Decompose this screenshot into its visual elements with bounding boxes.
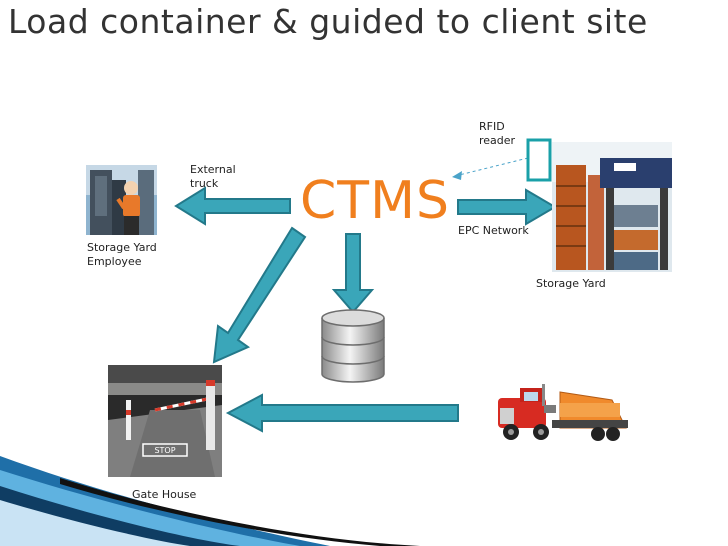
- decorative-swoosh: [0, 456, 420, 546]
- database-icon: [321, 309, 385, 383]
- arrow-truck-to-gate-house: [225, 393, 459, 433]
- rfid-link: [452, 157, 529, 180]
- storage-yard-employee-photo: [86, 165, 157, 235]
- truck-icon: [498, 384, 628, 441]
- storage-yard-employee-label: Storage Yard Employee: [87, 241, 157, 268]
- gate-house-label: Gate House: [132, 488, 197, 501]
- ctms-label: CTMS: [300, 171, 450, 231]
- rfid-reader-icon: [526, 138, 552, 182]
- storage-yard-crane-photo: [552, 142, 672, 272]
- gate-house-photo: STOP: [108, 365, 222, 477]
- arrow-ctms-to-gate-house: [212, 226, 307, 364]
- storage-yard-label: Storage Yard: [536, 277, 606, 290]
- svg-text:STOP: STOP: [154, 446, 175, 455]
- rfid-reader-label: RFID reader: [479, 120, 516, 147]
- arrow-ctms-to-storage-yard: [457, 188, 557, 226]
- arrow-ctms-to-database: [331, 233, 375, 314]
- arrow-ctms-to-employee: [174, 186, 291, 226]
- slide-title: Load container & guided to client site: [8, 2, 648, 41]
- external-truck-label: External truck: [190, 163, 236, 190]
- epc-network-label: EPC Network: [458, 224, 529, 237]
